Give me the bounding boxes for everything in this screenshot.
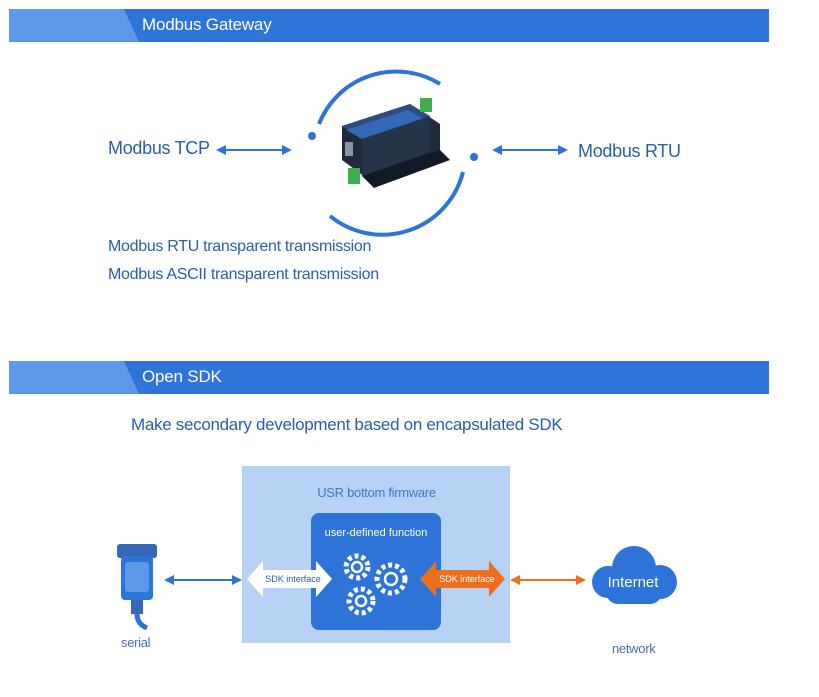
double-arrow-tcp xyxy=(216,145,292,155)
sdk-interface-label-right: SDK interface xyxy=(439,574,495,584)
cloud-icon xyxy=(592,546,677,604)
gateway-ring-diagram xyxy=(308,69,478,237)
ring-arc-bottom xyxy=(328,171,465,237)
modbus-rtu-label: Modbus RTU xyxy=(578,141,681,161)
gears-icon xyxy=(343,553,408,616)
serial-connector-icon xyxy=(117,544,157,630)
sdk-interface-arrow-right xyxy=(420,561,505,597)
section-header-tab xyxy=(9,9,139,42)
section-title: Open SDK xyxy=(142,367,222,386)
section-header-open-sdk: Open SDK xyxy=(9,361,769,394)
ring-arc-top xyxy=(317,69,442,125)
sdk-caption: Make secondary development based on enca… xyxy=(131,415,563,434)
device-icon xyxy=(342,98,450,188)
ring-dot-left xyxy=(308,132,316,140)
double-arrow-serial xyxy=(164,575,242,585)
section-title: Modbus Gateway xyxy=(142,15,272,34)
feature-ascii-transparent: Modbus ASCII transparent transmission xyxy=(108,266,379,283)
serial-label: serial xyxy=(121,635,151,650)
firmware-title: USR bottom firmware xyxy=(317,485,436,500)
user-function-box: user-defined function xyxy=(311,513,441,630)
section-header-tab xyxy=(9,361,139,394)
double-arrow-rtu xyxy=(492,145,568,155)
internet-label: Internet xyxy=(607,574,659,591)
function-title: user-defined function xyxy=(324,527,428,539)
sdk-interface-label-left: SDK interface xyxy=(265,574,321,584)
section-header-modbus-gateway: Modbus Gateway xyxy=(9,9,769,42)
sdk-interface-arrow-left xyxy=(247,561,332,597)
modbus-tcp-label: Modbus TCP xyxy=(108,138,210,158)
ring-dot-right xyxy=(470,153,478,161)
double-arrow-network xyxy=(510,575,586,585)
network-label: network xyxy=(612,641,656,656)
feature-rtu-transparent: Modbus RTU transparent transmission xyxy=(108,238,372,255)
